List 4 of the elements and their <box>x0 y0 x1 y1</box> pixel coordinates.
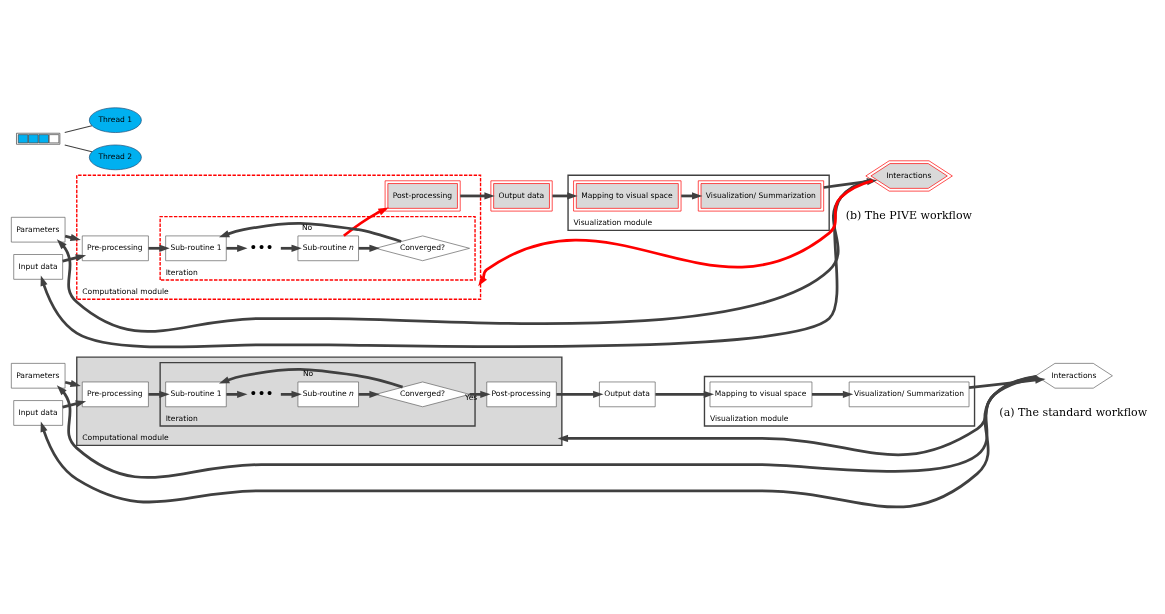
label: (a) The standard workflow <box>999 405 1148 419</box>
node-text: ••• <box>249 238 274 255</box>
label: (b) The PIVE workflow <box>845 208 973 222</box>
node-text: ••• <box>249 384 274 401</box>
